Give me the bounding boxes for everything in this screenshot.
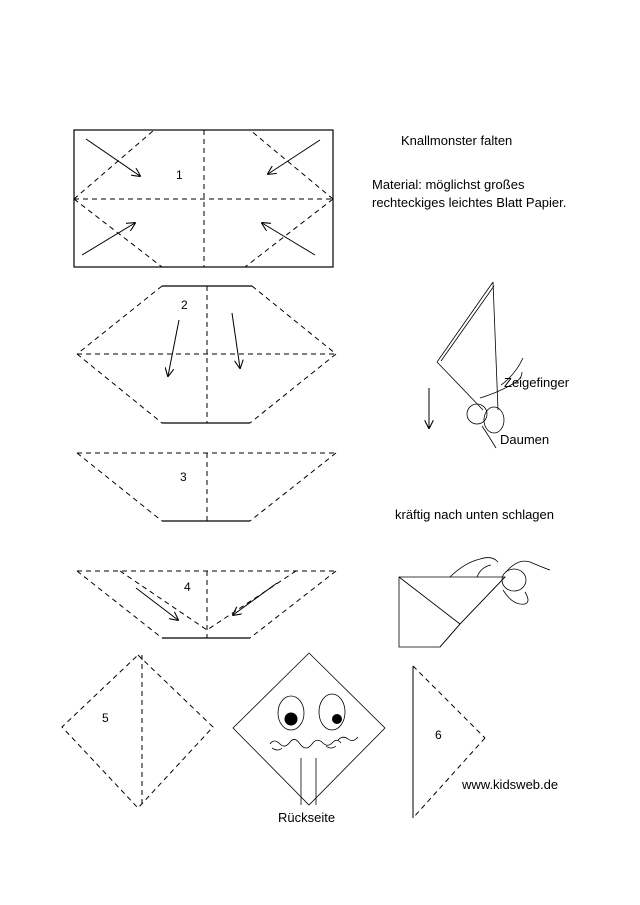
label-thumb: Daumen xyxy=(500,432,550,447)
step-2-arrows xyxy=(168,312,240,376)
label-back-side: Rückseite xyxy=(278,810,336,825)
step-6-diagram xyxy=(412,665,486,819)
strike-result-diagram xyxy=(398,557,551,648)
index-finger-shape xyxy=(479,371,523,399)
monster-pupil-left xyxy=(284,712,298,726)
thumb-tip xyxy=(501,568,527,592)
thumb-shape xyxy=(483,406,505,434)
step-number-2: 2 xyxy=(181,298,188,312)
hand-knuckle-left xyxy=(466,403,488,425)
step-number-1: 1 xyxy=(176,168,183,182)
index-finger-shape-2 xyxy=(500,357,524,386)
instruction-strike: kräftig nach unten schlagen xyxy=(395,507,554,522)
monster-back-diagram xyxy=(232,652,386,806)
finger-outline-1 xyxy=(449,557,499,578)
step-number-6: 6 xyxy=(435,728,442,742)
label-index-finger: Zeigefinger xyxy=(504,375,570,390)
hand-holding-diagram xyxy=(429,281,524,449)
material-line-2: rechteckiges leichtes Blatt Papier. xyxy=(372,195,567,210)
monster-pupil-right xyxy=(332,714,342,724)
website-link[interactable]: www.kidsweb.de xyxy=(462,777,559,792)
step-2-diagram xyxy=(76,285,337,424)
monster-eye-right xyxy=(318,693,346,731)
page-title: Knallmonster falten xyxy=(401,133,513,148)
step-number-4: 4 xyxy=(184,580,191,594)
monster-eye-left xyxy=(277,695,305,731)
step-1-diagram xyxy=(73,129,334,268)
step-4-diagram xyxy=(76,570,337,639)
monster-mustache xyxy=(269,736,359,751)
step-number-5: 5 xyxy=(102,711,109,725)
material-line-1: Material: möglichst großes xyxy=(372,177,525,192)
step-number-3: 3 xyxy=(180,470,187,484)
step-3-diagram xyxy=(76,452,337,522)
step-4-arrows xyxy=(135,582,278,620)
step-5-diagram xyxy=(61,654,214,809)
step-1-arrows xyxy=(81,138,321,256)
